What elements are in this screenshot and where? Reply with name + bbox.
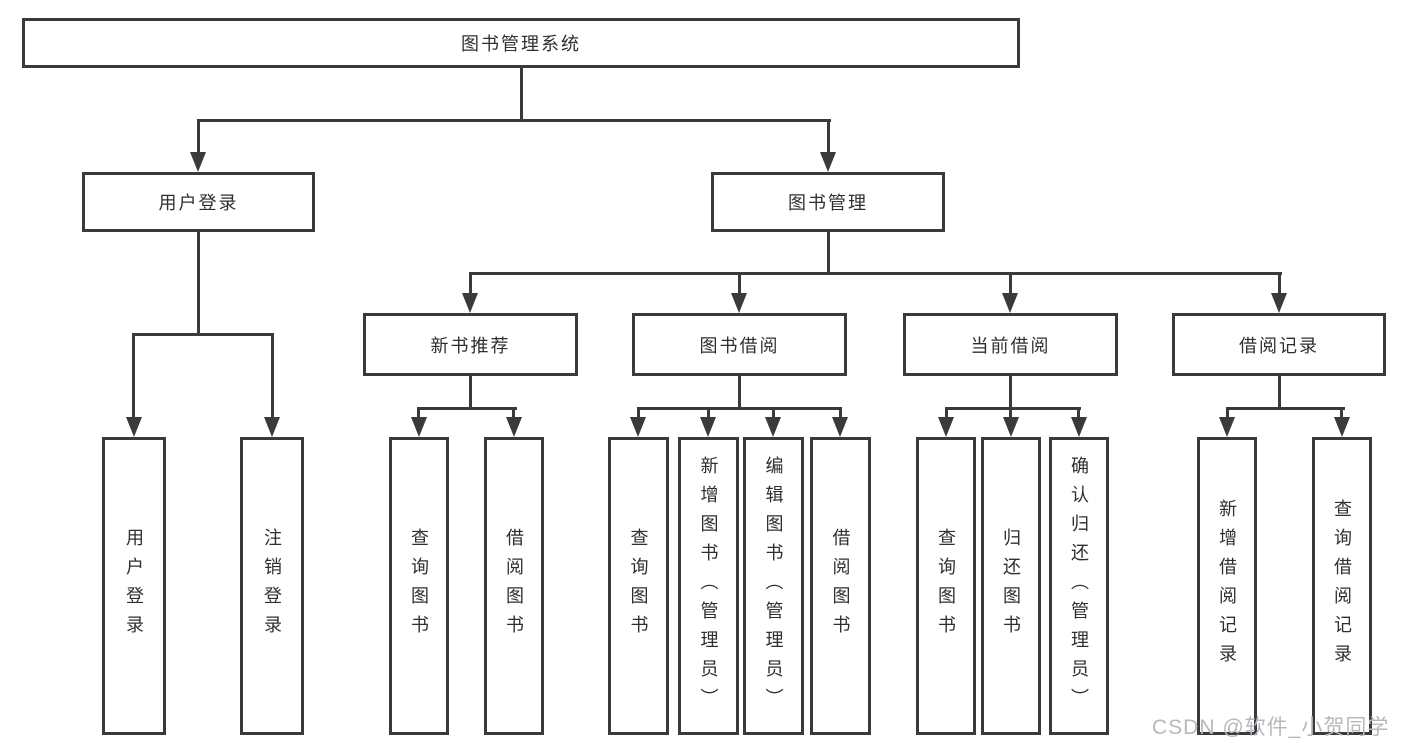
connector-line <box>197 232 200 335</box>
arrow-down-icon <box>1003 417 1019 437</box>
connector-line <box>827 232 830 274</box>
leaf-label: 查询图书 <box>628 528 649 644</box>
node-user-login: 用户登录 <box>82 172 315 232</box>
leaf-edit-books-admin: 编辑图书（管理员） <box>743 437 804 735</box>
arrow-down-icon <box>630 417 646 437</box>
arrow-down-icon <box>126 417 142 437</box>
connector-line <box>839 407 842 421</box>
node-current-borrowing: 当前借阅 <box>903 313 1118 376</box>
node-label: 用户登录 <box>158 193 239 213</box>
leaf-borrow-books: 借阅图书 <box>810 437 871 735</box>
connector-line <box>1009 407 1012 421</box>
connector-line <box>469 272 1282 275</box>
arrow-down-icon <box>820 152 836 172</box>
arrow-down-icon <box>190 152 206 172</box>
leaf-label: 注销登录 <box>262 528 282 644</box>
connector-line <box>945 407 948 421</box>
connector-line <box>1226 407 1229 421</box>
connector-line <box>417 407 517 410</box>
leaf-borrow-books-recommend: 借阅图书 <box>484 437 544 735</box>
connector-line <box>637 407 842 410</box>
arrow-down-icon <box>765 417 781 437</box>
csdn-watermark: CSDN @软件_小贺同学 <box>1152 716 1390 739</box>
node-label: 借阅记录 <box>1239 335 1319 356</box>
connector-line <box>469 272 472 295</box>
node-borrowing-records: 借阅记录 <box>1172 313 1386 376</box>
arrow-down-icon <box>264 417 280 437</box>
leaf-return-books: 归还图书 <box>981 437 1041 735</box>
connector-line <box>738 376 741 409</box>
leaf-label: 确认归还（管理员） <box>1069 455 1089 717</box>
arrow-down-icon <box>1334 417 1350 437</box>
leaf-user-login: 用户登录 <box>102 437 166 735</box>
node-root-library-system: 图书管理系统 <box>22 18 1020 68</box>
node-label: 新书推荐 <box>430 335 511 356</box>
arrow-down-icon <box>938 417 954 437</box>
connector-line <box>945 407 1081 410</box>
leaf-label: 编辑图书（管理员） <box>763 455 784 717</box>
arrow-down-icon <box>1219 417 1235 437</box>
connector-line <box>417 407 420 421</box>
node-book-management: 图书管理 <box>711 172 945 232</box>
arrow-down-icon <box>1271 293 1287 313</box>
arrow-down-icon <box>832 417 848 437</box>
node-label: 当前借阅 <box>970 335 1051 356</box>
connector-line <box>469 376 472 409</box>
node-label: 图书管理 <box>788 193 868 213</box>
node-new-book-recommend: 新书推荐 <box>363 313 578 376</box>
connector-line <box>197 119 200 155</box>
arrow-down-icon <box>411 417 427 437</box>
connector-line <box>772 407 775 421</box>
leaf-label: 新增借阅记录 <box>1217 499 1237 673</box>
connector-line <box>132 333 135 419</box>
connector-line <box>197 119 831 122</box>
leaf-query-borrow-record: 查询借阅记录 <box>1312 437 1372 735</box>
connector-line <box>707 407 710 421</box>
node-label: 图书借阅 <box>699 335 780 356</box>
leaf-label: 查询图书 <box>409 528 429 644</box>
leaf-query-books-current: 查询图书 <box>916 437 976 735</box>
node-book-borrowing: 图书借阅 <box>632 313 847 376</box>
leaf-logout: 注销登录 <box>240 437 304 735</box>
leaf-query-books-recommend: 查询图书 <box>389 437 449 735</box>
leaf-label: 借阅图书 <box>830 528 851 644</box>
arrow-down-icon <box>700 417 716 437</box>
connector-line <box>1009 376 1012 409</box>
node-label: 图书管理系统 <box>461 34 581 54</box>
arrow-down-icon <box>1002 293 1018 313</box>
connector-line <box>271 333 274 419</box>
connector-line <box>512 407 515 421</box>
leaf-query-books-borrowing: 查询图书 <box>608 437 669 735</box>
connector-line <box>520 68 523 121</box>
leaf-confirm-return-admin: 确认归还（管理员） <box>1049 437 1109 735</box>
leaf-label: 查询借阅记录 <box>1332 499 1352 673</box>
connector-line <box>1340 407 1343 421</box>
connector-line <box>738 272 741 295</box>
connector-line <box>132 333 274 336</box>
arrow-down-icon <box>731 293 747 313</box>
leaf-label: 新增图书（管理员） <box>698 455 719 717</box>
leaf-add-books-admin: 新增图书（管理员） <box>678 437 739 735</box>
leaf-label: 用户登录 <box>124 528 144 644</box>
leaf-label: 归还图书 <box>1001 528 1021 644</box>
leaf-add-borrow-record: 新增借阅记录 <box>1197 437 1257 735</box>
connector-line <box>1077 407 1080 421</box>
connector-line <box>637 407 640 421</box>
arrow-down-icon <box>462 293 478 313</box>
connector-line <box>1009 272 1012 295</box>
arrow-down-icon <box>506 417 522 437</box>
arrow-down-icon <box>1071 417 1087 437</box>
leaf-label: 借阅图书 <box>504 528 524 644</box>
connector-line <box>1226 407 1345 410</box>
leaf-label: 查询图书 <box>936 528 956 644</box>
connector-line <box>1278 272 1281 295</box>
connector-line <box>1278 376 1281 409</box>
connector-line <box>827 119 830 155</box>
